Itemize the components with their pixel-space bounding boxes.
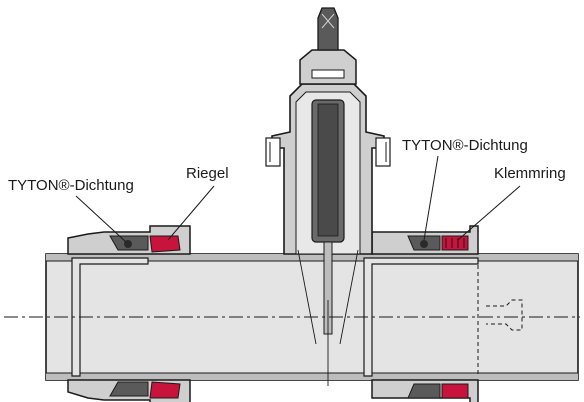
klemmring-seal-top — [441, 235, 469, 251]
leader-klemmring — [457, 185, 521, 241]
centerlines — [4, 249, 580, 386]
left-spigot — [71, 257, 149, 377]
right-tyton-seal-bottom — [407, 383, 441, 399]
dashed-plug — [486, 299, 523, 331]
gate-inner — [317, 103, 339, 237]
riegel-seal-top — [149, 235, 181, 253]
riegel-seal-bottom — [149, 381, 181, 399]
left-taper-line — [297, 249, 317, 345]
leader-riegel — [167, 185, 215, 241]
right-taper-line — [339, 249, 359, 345]
spindle-cap-mark — [321, 13, 335, 29]
leader-tyton-right — [423, 155, 439, 241]
pipe-wall-bottom — [46, 373, 578, 380]
valve-bonnet — [299, 49, 357, 85]
left-socket — [67, 225, 191, 402]
label-tyton-right: TYTON®-Dichtung — [402, 137, 528, 154]
pipe-wall-top — [46, 254, 578, 261]
left-bolt-icon — [265, 137, 281, 167]
spindle-square-cap — [317, 7, 339, 51]
bonnet-collar — [311, 69, 345, 79]
label-klemmring: Klemmring — [494, 165, 566, 182]
right-socket — [363, 225, 523, 402]
klemmring-teeth-top — [445, 238, 465, 248]
valve-body — [265, 7, 391, 335]
right-tyton-seal-bead — [420, 240, 428, 248]
label-riegel: Riegel — [186, 165, 229, 182]
right-bolt-icon — [375, 137, 391, 167]
left-tyton-seal-bottom — [109, 381, 149, 397]
leader-tyton-left — [75, 195, 127, 243]
klemmring-seal-bottom — [441, 383, 469, 399]
label-tyton-left: TYTON®-Dichtung — [8, 177, 134, 194]
leader-lines — [75, 155, 521, 243]
